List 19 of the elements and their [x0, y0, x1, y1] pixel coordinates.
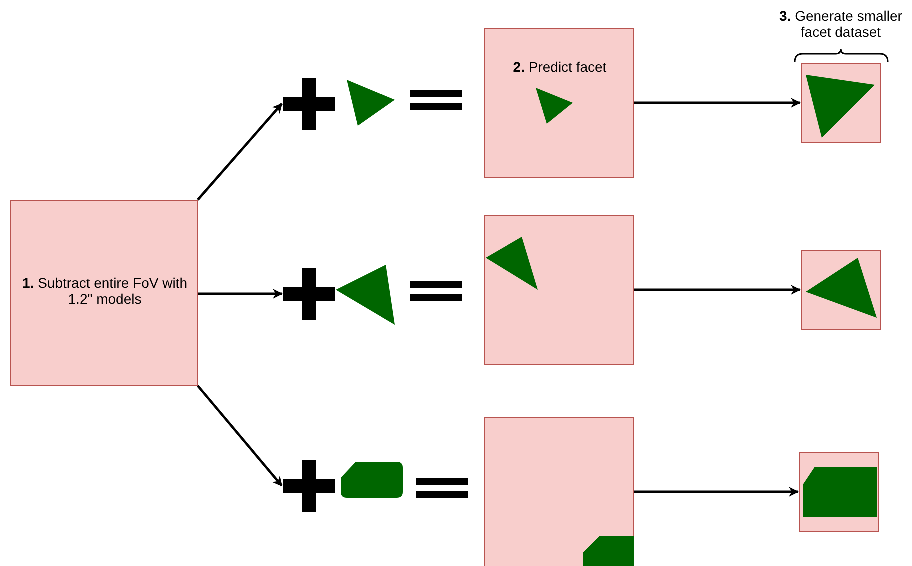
arrow: [634, 285, 801, 295]
process-box: [801, 250, 881, 330]
step-label: 3. Generate smaller facet dataset: [778, 8, 904, 40]
box-label: 2. Predict facet: [512, 59, 608, 75]
arrow: [634, 98, 801, 108]
plus-sign: [283, 78, 335, 130]
plus-sign: [283, 460, 335, 512]
arrow: [197, 103, 283, 201]
process-box: [484, 28, 634, 178]
process-box: [801, 63, 881, 143]
box-label: 1. Subtract entire FoV with 1.2" models: [22, 275, 188, 307]
arrow: [634, 487, 799, 497]
arrow: [198, 289, 283, 299]
process-box: [10, 200, 198, 386]
arrow: [197, 385, 283, 487]
process-box: [799, 452, 879, 532]
plus-sign: [283, 268, 335, 320]
process-box: [484, 215, 634, 365]
process-box: [484, 417, 634, 566]
